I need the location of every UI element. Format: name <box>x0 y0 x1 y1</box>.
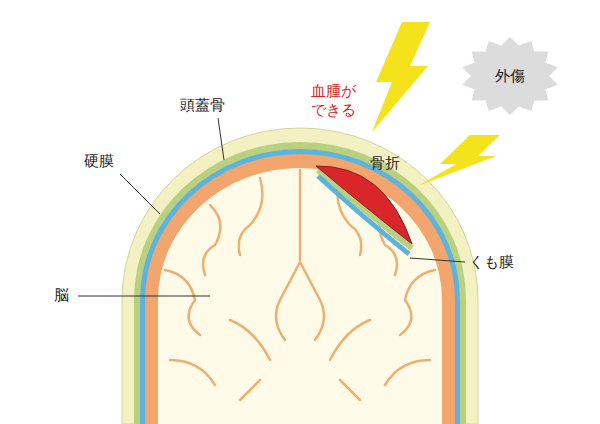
part-label: 骨折 <box>370 154 400 173</box>
brain-sulci <box>165 170 435 400</box>
burst-shape <box>462 37 558 115</box>
arachnoid <box>140 149 460 424</box>
part-label: 頭蓋骨 <box>180 96 225 115</box>
subarachnoid <box>145 154 455 424</box>
lightning-bolt <box>418 135 500 186</box>
burst-node: 外傷 <box>460 36 560 116</box>
part-label: 硬膜 <box>84 152 114 171</box>
leader-line <box>218 118 224 160</box>
dura <box>134 142 466 424</box>
part-label: くも膜 <box>469 253 514 272</box>
lightning-bolt <box>372 22 430 132</box>
hematoma <box>316 166 412 244</box>
hematoma-label: 血腫が できる <box>302 82 365 120</box>
part-label: 脳 <box>54 286 69 305</box>
leader-line <box>120 174 160 214</box>
skull <box>122 128 478 424</box>
node-text: 外傷 <box>495 67 525 86</box>
leader-line <box>410 258 465 262</box>
leader-line <box>78 296 210 297</box>
